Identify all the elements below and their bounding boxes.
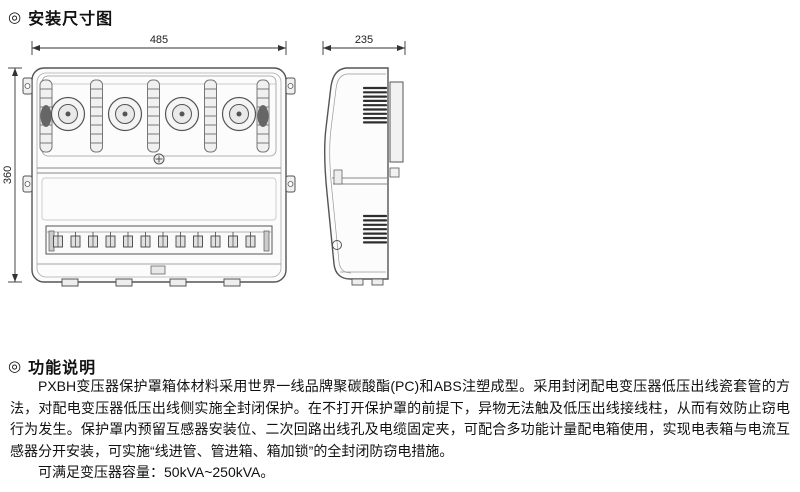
side-foot xyxy=(351,278,364,286)
side-vent-oval-left xyxy=(40,105,52,127)
side-latch xyxy=(333,169,343,185)
mount-ear-mid-right xyxy=(285,175,296,193)
capacity-note: 可满足变压器容量：50kVA~250kVA。 xyxy=(38,464,275,480)
side-vent-slats-bottom xyxy=(362,214,388,244)
side-foot xyxy=(371,278,384,286)
side-vent-slats-top xyxy=(362,86,388,124)
dimension-front-height-label: 360 xyxy=(2,166,14,184)
mount-foot xyxy=(169,278,187,287)
installation-dimension-diagram: 485 235 360 xyxy=(2,34,406,287)
mount-ear-top-right xyxy=(285,77,296,95)
side-vent-oval-right xyxy=(257,105,269,127)
section-title-function-description: ◎ 功能说明 xyxy=(8,354,96,378)
center-screw-icon xyxy=(153,153,165,165)
bottom-center-tab xyxy=(150,265,166,275)
bushing-knob-2 xyxy=(107,96,143,132)
bullseye-marker-icon: ◎ xyxy=(8,9,23,26)
dimension-front-width xyxy=(31,41,287,55)
section-title-installation-dimensions: ◎ 安装尺寸图 xyxy=(8,5,113,29)
function-paragraph: PXBH变压器保护罩箱体材料采用世界一线品牌聚碳酸酯(PC)和ABS注塑成型。采… xyxy=(10,378,790,459)
vent-slot-strip xyxy=(147,79,160,153)
mount-foot xyxy=(223,278,241,287)
bullseye-marker-icon: ◎ xyxy=(8,358,23,375)
mount-ear-mid-left xyxy=(22,175,33,193)
dimension-front-width-label: 485 xyxy=(150,34,168,46)
side-flange xyxy=(389,81,404,163)
bushing-knob-1 xyxy=(50,96,86,132)
section-title-text-function: 功能说明 xyxy=(28,360,97,377)
door-panel-seam xyxy=(41,177,277,221)
side-view-drawing xyxy=(323,67,404,286)
vent-slot-strip xyxy=(204,79,217,153)
function-description: PXBH变压器保护罩箱体材料采用世界一线品牌聚碳酸酯(PC)和ABS注塑成型。采… xyxy=(10,376,790,484)
bushing-knob-3 xyxy=(164,96,200,132)
mount-foot xyxy=(61,278,79,287)
dimension-front-height xyxy=(8,67,22,283)
vent-slot-strip xyxy=(90,79,103,153)
section-title-text-install: 安装尺寸图 xyxy=(28,11,114,28)
mount-foot xyxy=(115,278,133,287)
dimension-side-depth xyxy=(322,41,406,55)
bushing-knob-4 xyxy=(221,96,257,132)
front-view-drawing xyxy=(22,67,296,287)
mount-ear-top-left xyxy=(22,77,33,95)
terminal-strip xyxy=(45,225,273,255)
side-flange-tab xyxy=(389,167,400,178)
dimension-side-depth-label: 235 xyxy=(355,34,373,46)
cable-hole xyxy=(332,240,342,250)
